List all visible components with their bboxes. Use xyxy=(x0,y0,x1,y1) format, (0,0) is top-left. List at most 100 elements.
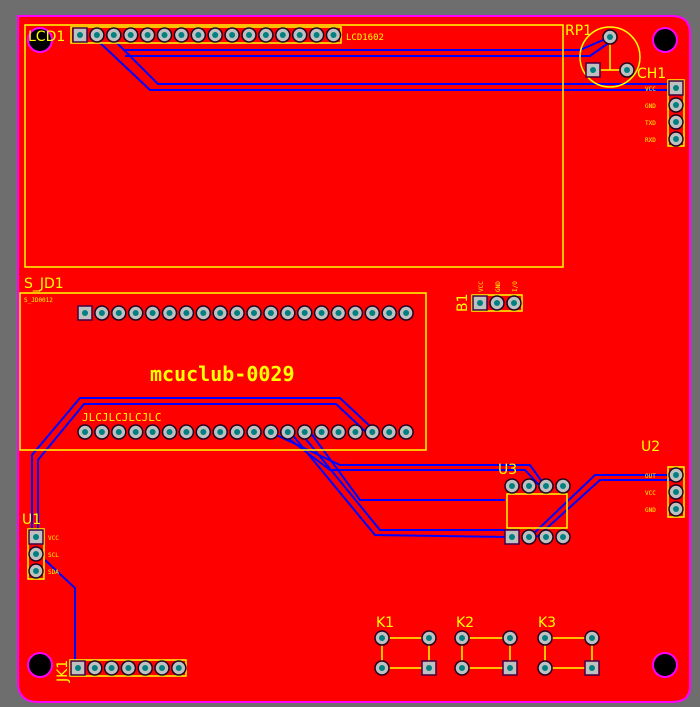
pad[interactable] xyxy=(212,424,228,440)
pad[interactable] xyxy=(374,630,390,646)
pad[interactable] xyxy=(364,424,381,440)
pad[interactable] xyxy=(89,27,105,43)
pad-square[interactable] xyxy=(504,529,520,545)
pad[interactable] xyxy=(521,478,537,494)
pad[interactable] xyxy=(280,305,296,321)
pad[interactable] xyxy=(241,27,257,43)
pad[interactable] xyxy=(87,660,103,676)
pad[interactable] xyxy=(489,295,505,311)
pad[interactable] xyxy=(144,424,161,440)
pad-square[interactable] xyxy=(472,295,488,311)
pad[interactable] xyxy=(229,305,245,321)
pad[interactable] xyxy=(668,501,684,517)
pad[interactable] xyxy=(364,305,381,321)
pad[interactable] xyxy=(454,630,470,646)
pad[interactable] xyxy=(122,27,139,43)
pad[interactable] xyxy=(171,660,187,676)
pad[interactable] xyxy=(668,467,684,483)
pad[interactable] xyxy=(229,424,245,440)
pad-square[interactable] xyxy=(72,27,88,43)
pad-square[interactable] xyxy=(584,660,600,676)
pad[interactable] xyxy=(668,97,684,113)
pad[interactable] xyxy=(106,27,122,43)
pad[interactable] xyxy=(120,660,137,676)
pad[interactable] xyxy=(619,62,635,78)
pad[interactable] xyxy=(555,529,571,545)
pad[interactable] xyxy=(127,424,144,440)
pad[interactable] xyxy=(154,660,170,676)
pad[interactable] xyxy=(502,630,518,646)
pad[interactable] xyxy=(454,660,470,676)
pad[interactable] xyxy=(137,660,153,676)
pad[interactable] xyxy=(537,660,553,676)
pad[interactable] xyxy=(602,29,618,45)
pad[interactable] xyxy=(506,295,522,311)
pad[interactable] xyxy=(374,660,390,676)
pad[interactable] xyxy=(381,305,397,321)
pad[interactable] xyxy=(195,424,212,440)
pad-square[interactable] xyxy=(70,660,86,676)
pad[interactable] xyxy=(173,27,190,43)
pad-square[interactable] xyxy=(502,660,518,676)
pad[interactable] xyxy=(246,305,262,321)
pad[interactable] xyxy=(538,478,554,494)
pad[interactable] xyxy=(325,27,342,43)
pad[interactable] xyxy=(28,563,44,579)
pad[interactable] xyxy=(77,424,93,440)
pad[interactable] xyxy=(195,305,212,321)
pad[interactable] xyxy=(139,27,156,43)
pad[interactable] xyxy=(94,424,110,440)
pad-square[interactable] xyxy=(668,80,684,96)
pad[interactable] xyxy=(224,27,240,43)
pad[interactable] xyxy=(296,424,313,440)
pad[interactable] xyxy=(313,305,330,321)
pad[interactable] xyxy=(398,424,414,440)
pad[interactable] xyxy=(246,424,262,440)
pad[interactable] xyxy=(263,305,279,321)
pad[interactable] xyxy=(398,305,414,321)
pad[interactable] xyxy=(178,305,195,321)
pad[interactable] xyxy=(190,27,207,43)
pad[interactable] xyxy=(584,630,600,646)
pad-square[interactable] xyxy=(28,529,44,545)
pad[interactable] xyxy=(668,484,684,500)
pad[interactable] xyxy=(144,305,161,321)
pad[interactable] xyxy=(28,546,44,562)
pad[interactable] xyxy=(127,305,144,321)
pad[interactable] xyxy=(161,424,178,440)
pad[interactable] xyxy=(555,478,571,494)
pad-square[interactable] xyxy=(421,660,437,676)
pad[interactable] xyxy=(103,660,120,676)
pad[interactable] xyxy=(275,27,291,43)
pad[interactable] xyxy=(94,305,110,321)
pad[interactable] xyxy=(156,27,173,43)
pad[interactable] xyxy=(178,424,195,440)
pad[interactable] xyxy=(538,529,554,545)
pad[interactable] xyxy=(111,305,127,321)
pad[interactable] xyxy=(668,114,684,130)
pad[interactable] xyxy=(111,424,127,440)
pad[interactable] xyxy=(161,305,178,321)
pad[interactable] xyxy=(537,630,553,646)
pad[interactable] xyxy=(330,305,347,321)
pad[interactable] xyxy=(521,529,537,545)
pad-square[interactable] xyxy=(585,62,601,78)
pad[interactable] xyxy=(381,424,397,440)
pad[interactable] xyxy=(313,424,330,440)
pad[interactable] xyxy=(207,27,223,43)
pad-square[interactable] xyxy=(77,305,93,321)
pad[interactable] xyxy=(296,305,313,321)
pad[interactable] xyxy=(258,27,274,43)
pad[interactable] xyxy=(263,424,279,440)
pad[interactable] xyxy=(291,27,308,43)
pad[interactable] xyxy=(504,478,520,494)
pad[interactable] xyxy=(280,424,296,440)
pad[interactable] xyxy=(347,424,364,440)
pad[interactable] xyxy=(347,305,364,321)
pad[interactable] xyxy=(212,305,228,321)
pad[interactable] xyxy=(668,131,684,147)
pad[interactable] xyxy=(330,424,347,440)
pad[interactable] xyxy=(308,27,325,43)
